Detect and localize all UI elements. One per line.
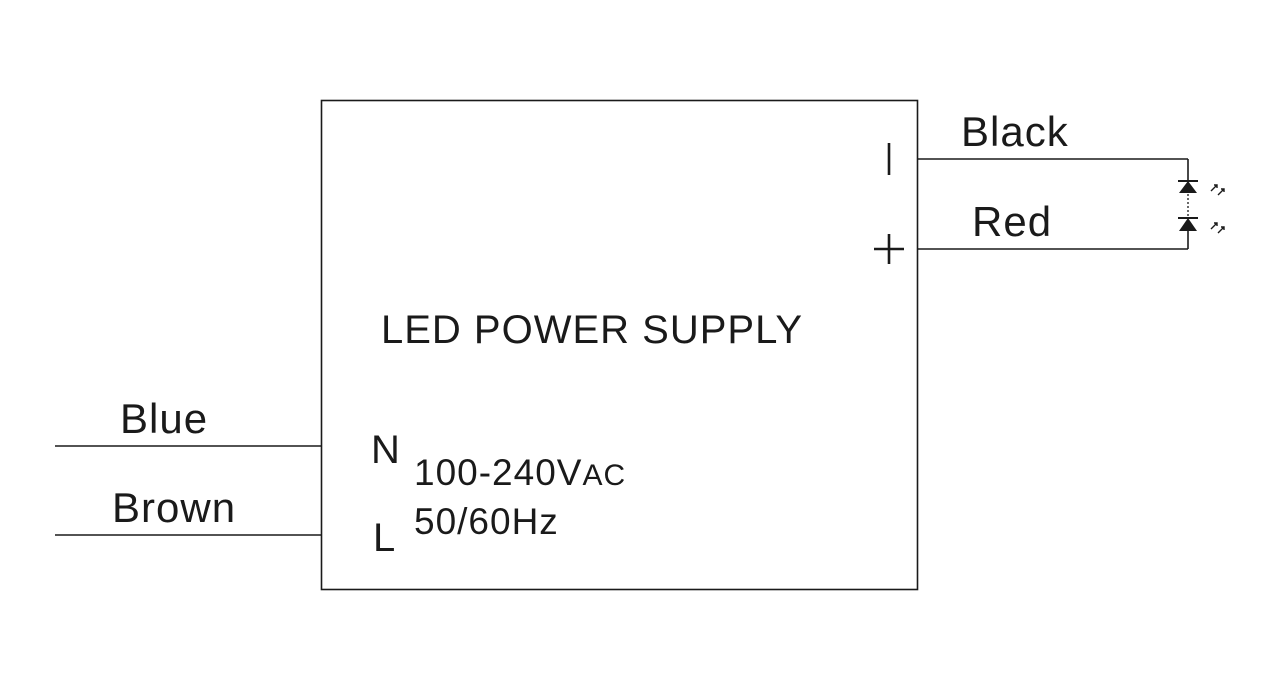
input-frequency-rating: 50/60Hz (414, 503, 559, 540)
diagram-title: LED POWER SUPPLY (381, 310, 803, 350)
brown-wire-label: Brown (112, 487, 236, 529)
neutral-terminal-label: N (371, 430, 400, 470)
blue-wire-label: Blue (120, 398, 208, 440)
input-voltage-rating: 100-240VAC (414, 454, 626, 491)
negative-terminal-icon (880, 140, 900, 180)
positive-terminal-label: + (872, 232, 906, 266)
input-voltage-unit: AC (582, 459, 626, 492)
negative-terminal-label: - (880, 140, 900, 180)
led-icon (1178, 181, 1224, 195)
black-wire-label: Black (961, 111, 1069, 153)
led-icon (1178, 218, 1224, 233)
positive-terminal-icon (872, 232, 906, 266)
red-wire-label: Red (972, 201, 1052, 243)
led-string-icon (1178, 159, 1224, 249)
input-voltage: 100-240V (414, 452, 582, 493)
live-terminal-label: L (373, 518, 395, 558)
